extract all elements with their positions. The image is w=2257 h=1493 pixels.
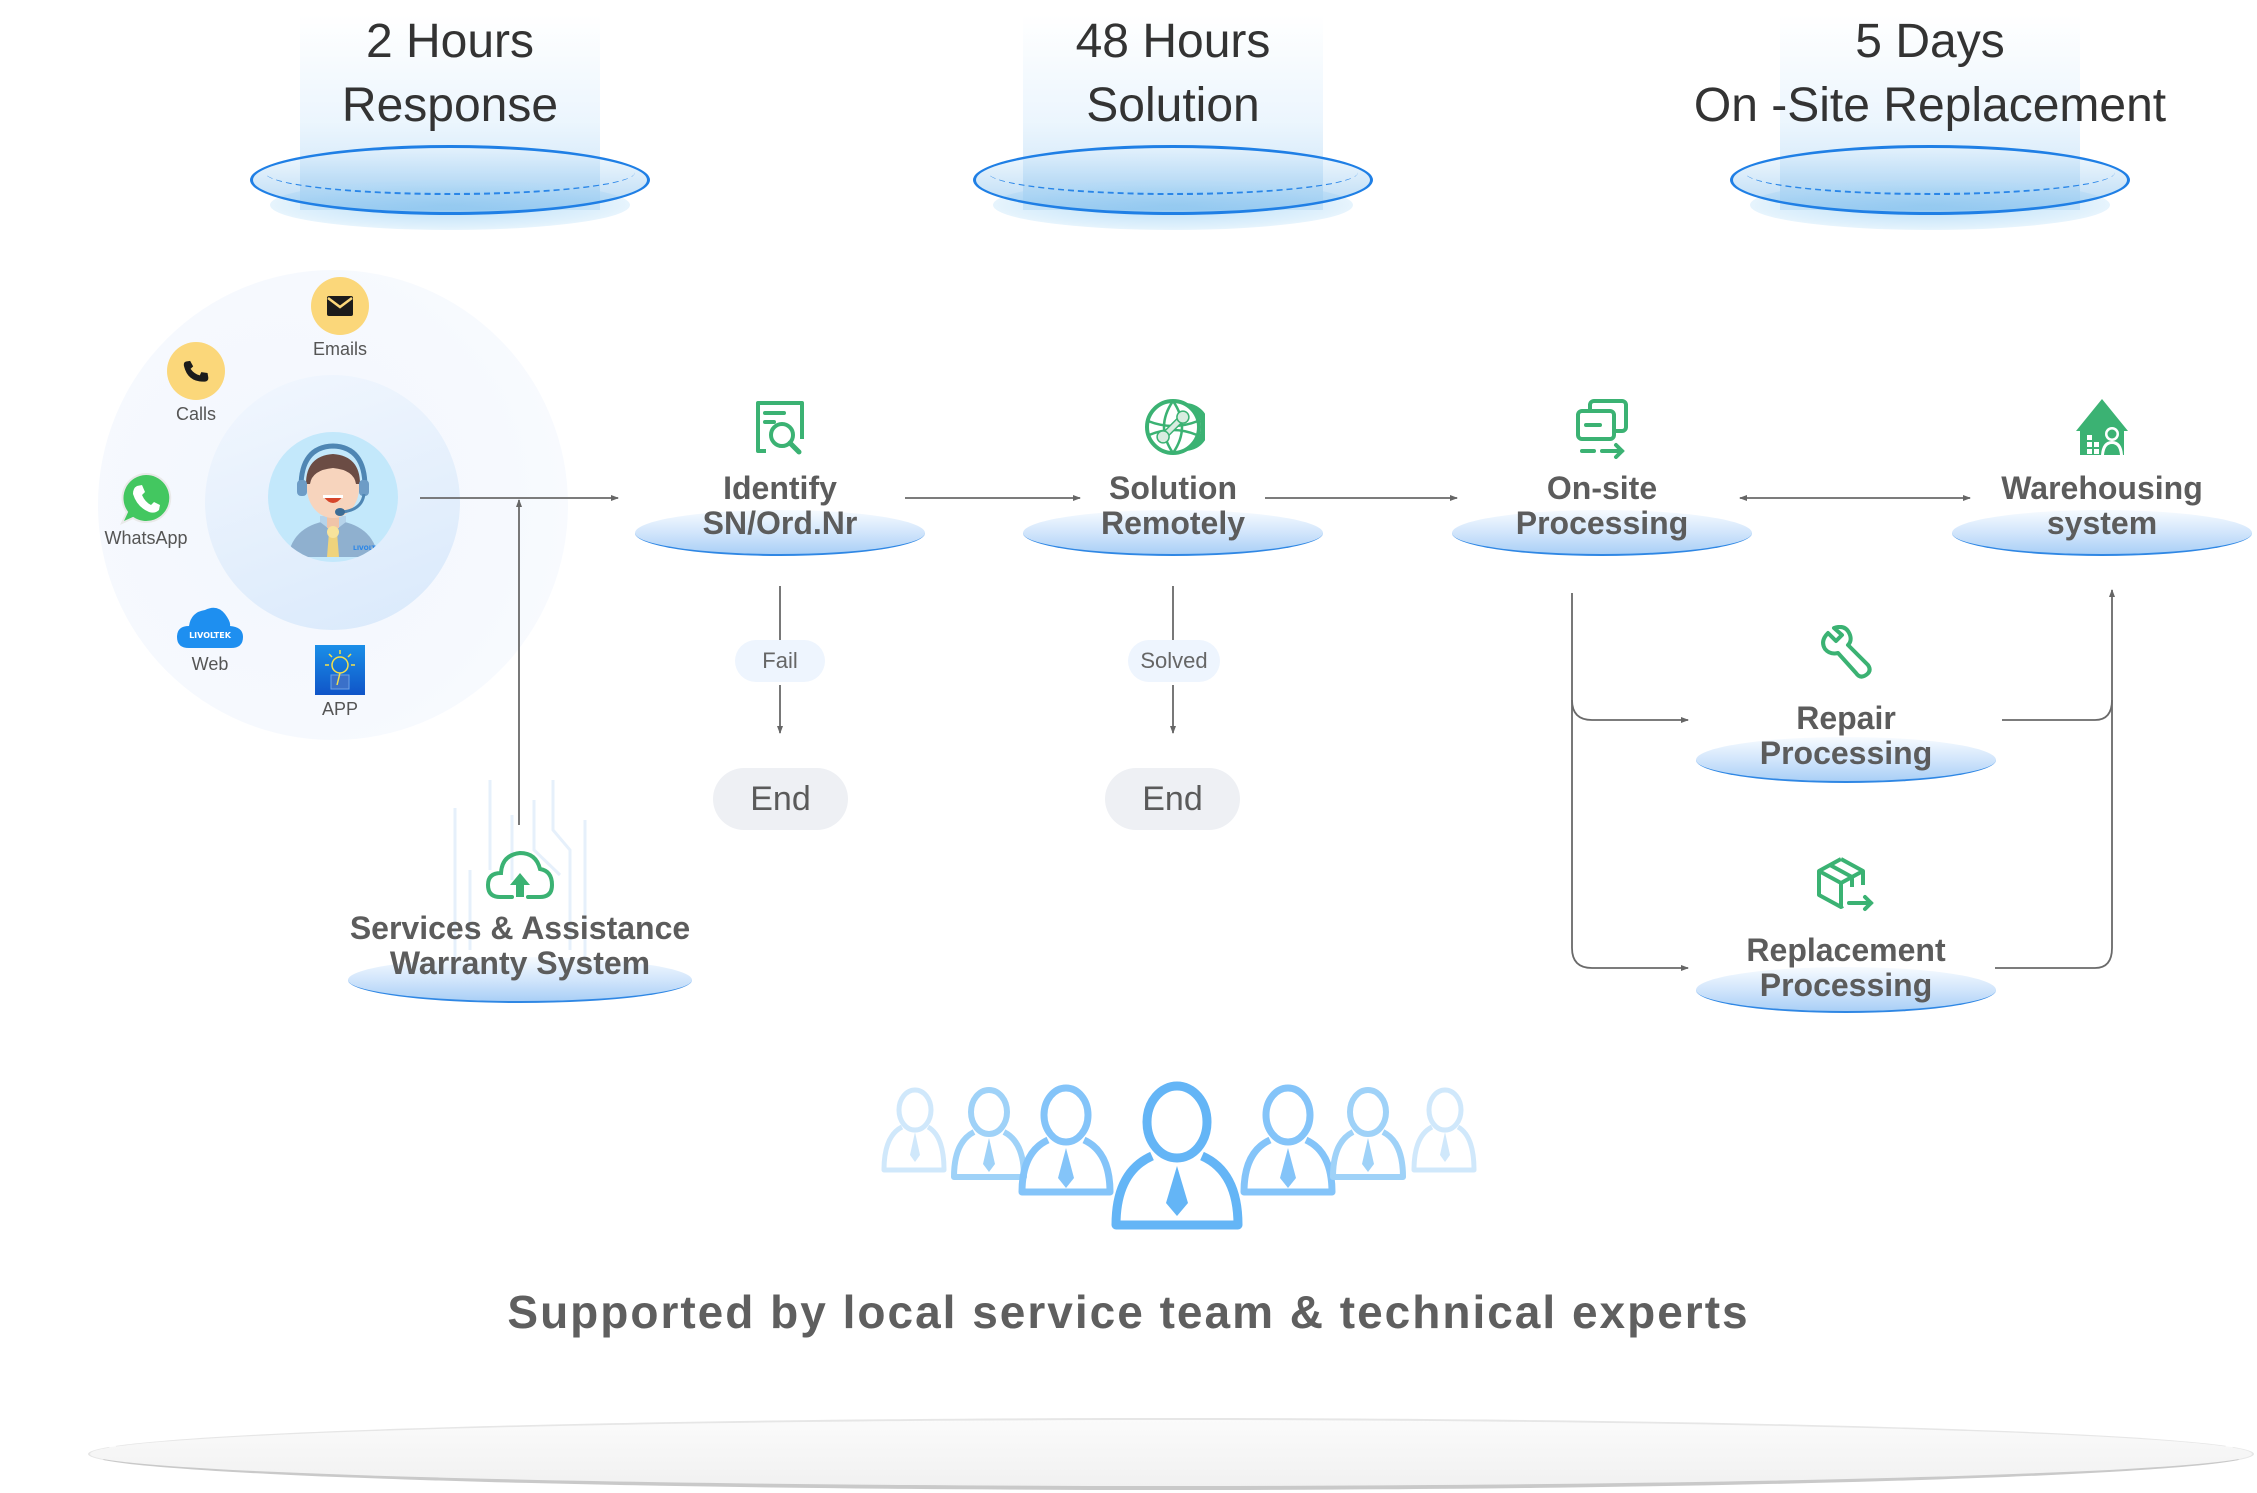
node-identify[interactable]: Identify SN/Ord.Nr: [630, 395, 930, 556]
node-label-line: Warranty System: [389, 945, 651, 981]
phone-icon: [167, 342, 225, 400]
channel-calls[interactable]: Calls: [156, 342, 236, 425]
end-node-solved: End: [1105, 768, 1240, 830]
node-label-line: Replacement: [1746, 932, 1946, 968]
arrow-repair-to-warehouse: [2002, 589, 2115, 721]
wrench-icon: [1818, 624, 1874, 681]
node-label: Replacement Processing: [1696, 933, 1996, 1003]
node-onsite-processing[interactable]: On-site Processing: [1452, 395, 1752, 556]
node-pedestal: [1452, 510, 1752, 556]
node-label-line: Processing: [1759, 735, 1933, 771]
node-label-line: SN/Ord.Nr: [702, 505, 858, 541]
sla-title: 2 Hours Response: [240, 10, 660, 138]
sla-replacement: 5 Days On -Site Replacement: [1694, 0, 2166, 240]
solved-label: Solved: [1128, 640, 1220, 682]
pedestal-dashed-ring: [988, 150, 1358, 195]
end-node-fail: End: [713, 768, 848, 830]
team-person: [1240, 1084, 1336, 1196]
node-pedestal: [348, 957, 692, 1003]
node-replacement-processing[interactable]: Replacement Processing: [1696, 855, 1996, 1013]
transfer-screens-icon: [1570, 395, 1634, 459]
sla-label: Response: [341, 79, 559, 132]
node-repair-processing[interactable]: Repair Processing: [1696, 624, 1996, 783]
envelope-icon: [311, 277, 369, 335]
channel-label: Web: [191, 654, 229, 674]
sla-title: 5 Days On -Site Replacement: [1640, 10, 2220, 138]
node-label-line: Processing: [1759, 967, 1933, 1003]
channel-app[interactable]: APP: [300, 645, 380, 720]
channel-label: Emails: [312, 339, 367, 359]
channel-emails[interactable]: Emails: [300, 277, 380, 360]
node-warehousing-system[interactable]: Warehousing system: [1952, 395, 2252, 556]
sla-time: 2 Hours: [365, 15, 535, 68]
channel-label: APP: [321, 699, 359, 719]
sla-solution: 48 Hours Solution: [963, 0, 1383, 240]
node-warranty-system[interactable]: Services & Assistance Warranty System: [320, 845, 720, 1003]
base-platform: [88, 1418, 2254, 1490]
sla-title: 48 Hours Solution: [963, 10, 1383, 138]
node-label: Repair Processing: [1696, 701, 1996, 771]
box-arrow-icon: [1813, 855, 1879, 915]
agent-badge-text: LIVOLTEK: [353, 545, 385, 552]
node-label-line: Processing: [1515, 505, 1689, 541]
node-label-line: Remotely: [1100, 505, 1246, 541]
channel-whatsapp[interactable]: WhatsApp: [96, 470, 196, 549]
cloud-icon: LIVOLTEK: [175, 602, 245, 650]
arrow-onsite-to-repair: [1571, 593, 1689, 723]
document-search-icon: [748, 395, 812, 459]
node-pedestal: [1023, 510, 1323, 556]
team-person: [951, 1087, 1027, 1180]
node-label: Identify SN/Ord.Nr: [630, 471, 930, 541]
arrow-onsite-to-replacement: [1571, 700, 1689, 971]
channel-label: Calls: [175, 404, 216, 424]
node-label-line: Identify: [723, 470, 837, 506]
node-label-line: Repair: [1796, 700, 1896, 736]
node-label: Services & Assistance Warranty System: [320, 911, 720, 981]
team-person: [881, 1087, 947, 1173]
support-agent-icon: LIVOLTEK: [268, 432, 398, 562]
sla-label: Solution: [1086, 79, 1260, 132]
node-label-line: system: [2046, 505, 2158, 541]
pedestal-dashed-ring: [265, 150, 635, 195]
team-people-icon: [880, 1080, 1480, 1240]
node-pedestal: [1696, 737, 1996, 783]
node-label: Solution Remotely: [1023, 471, 1323, 541]
sla-time: 5 Days: [1855, 15, 2005, 68]
pedestal-dashed-ring: [1745, 150, 2115, 195]
node-label-line: Warehousing: [2001, 470, 2203, 506]
app-icon: [315, 645, 365, 695]
node-pedestal: [635, 510, 925, 556]
node-solution-remotely[interactable]: Solution Remotely: [1023, 395, 1323, 556]
web-badge-text: LIVOLTEK: [189, 631, 232, 640]
sla-response: 2 Hours Response: [240, 0, 660, 240]
footer-tagline: Supported by local service team & techni…: [507, 1286, 1750, 1338]
line-replacement-to-warehouse: [1995, 700, 2113, 969]
warehouse-person-icon: [2070, 395, 2134, 459]
cloud-upload-icon: [484, 845, 556, 905]
node-label: Warehousing system: [1952, 471, 2252, 541]
team-person: [1018, 1084, 1114, 1196]
team-person: [1411, 1087, 1477, 1173]
fail-label: Fail: [735, 640, 825, 682]
team-person: [1330, 1087, 1406, 1180]
node-label-line: On-site: [1546, 470, 1658, 506]
channel-label: WhatsApp: [104, 528, 188, 548]
globe-wrench-icon: [1141, 395, 1209, 459]
whatsapp-icon: [117, 470, 175, 528]
node-label: On-site Processing: [1452, 471, 1752, 541]
node-label-line: Services & Assistance: [349, 910, 691, 946]
sla-label: On -Site Replacement: [1693, 79, 2167, 132]
sla-time: 48 Hours: [1075, 15, 1271, 68]
node-pedestal: [1952, 510, 2252, 556]
channel-web[interactable]: LIVOLTEK Web: [170, 602, 250, 675]
team-person: [1111, 1081, 1243, 1230]
node-label-line: Solution: [1109, 470, 1237, 506]
node-pedestal: [1696, 967, 1996, 1013]
